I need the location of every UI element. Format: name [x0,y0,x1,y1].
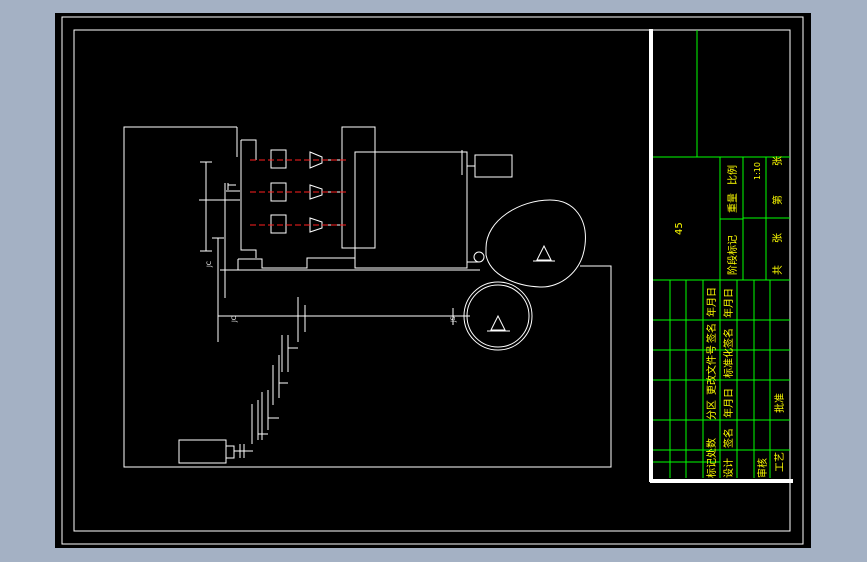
signature-label-1: 签名 [705,323,718,343]
sheet-outer-border [61,16,804,545]
material-value: 45 [674,222,685,235]
scale-label: 比例 [726,165,739,185]
gear-train [251,335,289,444]
spindle-housing [354,151,468,269]
title-block: 45 阶段标记 重量 比例 1:10 共 张 第 张 标记处数 分区 更改文件号… [649,29,793,483]
date-label-1: 年月日 [705,287,718,317]
change-doc-label: 更改文件号 [705,345,718,395]
sheet-label: 第 [771,195,784,205]
zone-label: 分区 [706,400,718,420]
review-label: 审核 [756,458,769,478]
turret-block [240,126,376,258]
cam-pivot-symbol [536,244,552,261]
tool-centerlines [250,159,348,226]
tag-brake: JS [450,316,457,323]
base-frame [123,126,612,468]
cam-profile [485,199,586,288]
date-label-2: 年月日 [722,388,735,418]
approve-label: 批准 [773,393,786,413]
tag-clutch-2: JC [231,316,238,323]
weight-label: 重量 [726,193,739,213]
process-label: 工艺 [774,452,786,472]
standardize-label: 标准化 [722,348,735,378]
mechanism-schematic [123,126,612,468]
total-label: 共 [772,265,784,275]
sheet-unit-1: 张 [772,233,784,243]
signature-label-3: 签名 [722,328,735,348]
scale-value: 1:10 [753,162,762,180]
signature-label-2: 签名 [722,428,735,448]
rev-mark-label: 标记处数 [705,438,718,478]
drive-motor [178,439,227,464]
drum-pivot-symbol [490,314,506,331]
tag-clutch-1: JC [206,261,213,268]
date-label-3: 年月日 [722,288,735,318]
sheet-unit-2: 张 [772,156,784,166]
stage-mark-label: 阶段标记 [726,235,739,275]
slide-rail [220,257,480,271]
design-label: 设计 [722,458,735,478]
